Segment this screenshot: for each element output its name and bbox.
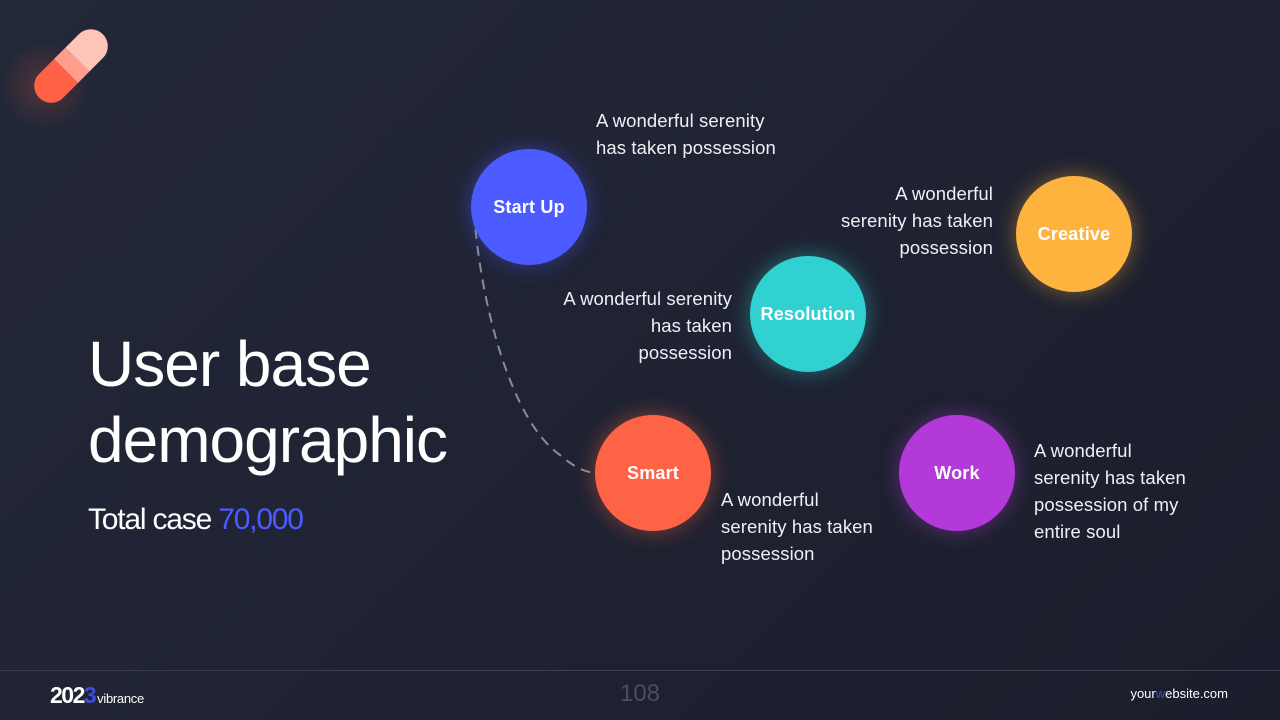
page-title: User base demographic	[88, 326, 448, 478]
node-smart: Smart	[595, 415, 711, 531]
node-description-creative: A wonderful serenity has taken possessio…	[841, 183, 993, 258]
total-label: Total case	[88, 503, 212, 536]
node-resolution: Resolution	[750, 256, 866, 372]
node-label: Smart	[626, 462, 680, 483]
title-line-1: User base	[88, 328, 372, 400]
website-post: ebsite.com	[1165, 686, 1228, 701]
brand-name: vibrance	[97, 691, 144, 706]
node-description-work: A wonderful serenity has taken possessio…	[1034, 440, 1186, 542]
node-work: Work	[899, 415, 1015, 531]
node-description-smart: A wonderful serenity has taken possessio…	[721, 489, 873, 564]
website-link[interactable]: yourwebsite.com	[1130, 686, 1228, 701]
node-label: Work	[934, 462, 980, 483]
node-label: Creative	[1037, 223, 1111, 244]
website-pre: your	[1130, 686, 1156, 701]
node-label: Resolution	[760, 303, 856, 324]
total-case: Total case 70,000	[88, 500, 304, 540]
node-description-start-up: A wonderful serenity has taken possessio…	[596, 110, 776, 158]
title-line-2: demographic	[88, 404, 448, 476]
website-accent: w	[1155, 686, 1166, 701]
node-start-up: Start Up	[471, 149, 587, 265]
footer-divider	[0, 670, 1280, 671]
brand-year: 2023	[50, 682, 97, 709]
node-creative: Creative	[1016, 176, 1132, 292]
footer-brand: 2023 vibrance	[50, 682, 144, 709]
node-label: Start Up	[493, 196, 565, 217]
node-description-resolution: A wonderful serenity has taken possessio…	[563, 288, 732, 363]
total-value: 70,000	[218, 503, 304, 536]
brand-year-main: 202	[50, 682, 85, 708]
page-number: 108	[619, 680, 661, 707]
brand-year-accent: 3	[83, 682, 97, 708]
